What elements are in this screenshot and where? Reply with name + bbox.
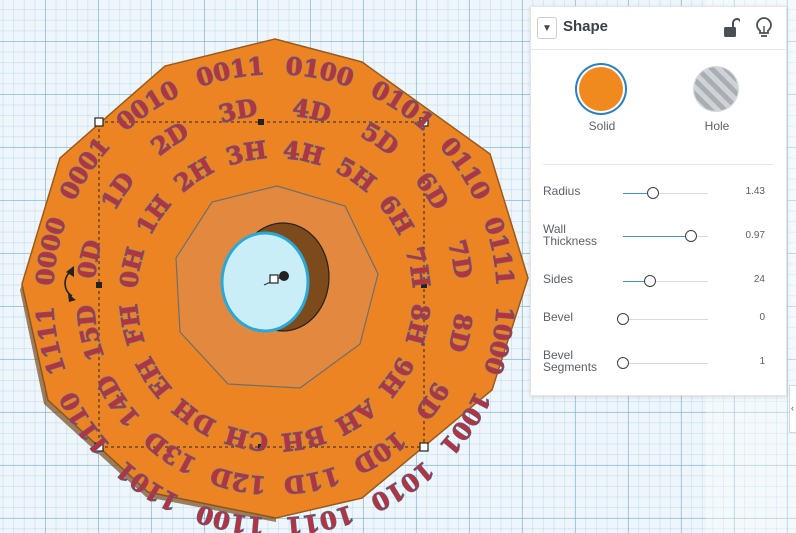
sides-slider[interactable] bbox=[623, 275, 708, 287]
panel-title: Shape bbox=[563, 18, 609, 35]
lightbulb-icon[interactable] bbox=[755, 16, 773, 40]
slider-thumb[interactable] bbox=[617, 357, 629, 369]
slider-thumb[interactable] bbox=[685, 230, 697, 242]
resize-handle-br[interactable] bbox=[419, 442, 429, 452]
slider-thumb[interactable] bbox=[644, 275, 657, 287]
solid-button[interactable]: Solid bbox=[572, 65, 632, 139]
param-value[interactable]: 0 bbox=[759, 312, 765, 323]
rotate-arrow-bottom bbox=[68, 294, 76, 302]
resize-handle-left[interactable] bbox=[96, 282, 102, 288]
resize-handle-right[interactable] bbox=[421, 282, 427, 288]
resize-handle-top[interactable] bbox=[258, 119, 264, 125]
panel-header: ▼ Shape bbox=[531, 7, 786, 50]
bevel-segments-slider[interactable] bbox=[617, 357, 708, 369]
radius-slider[interactable] bbox=[623, 187, 708, 199]
slider-thumb[interactable] bbox=[617, 313, 629, 325]
collapse-panel-button[interactable]: ▼ bbox=[537, 17, 557, 39]
param-row-wall-thickness: Wall Thickness 0.97 bbox=[531, 219, 786, 255]
hole-label: Hole bbox=[704, 119, 730, 133]
lift-handle[interactable] bbox=[279, 271, 289, 281]
resize-handle-tl[interactable] bbox=[94, 117, 104, 127]
resize-handle-tr[interactable] bbox=[419, 117, 429, 127]
param-row-bevel-segments: Bevel Segments 1 bbox=[531, 343, 786, 379]
wall-thickness-slider[interactable] bbox=[623, 230, 708, 242]
slider-fill bbox=[623, 193, 653, 194]
param-label: Sides bbox=[543, 272, 574, 286]
slider-fill bbox=[623, 236, 691, 237]
resize-handle-bottom[interactable] bbox=[258, 444, 264, 450]
param-row-radius: Radius 1.43 bbox=[531, 179, 786, 215]
solid-label: Solid bbox=[588, 119, 616, 133]
move-handle[interactable] bbox=[269, 274, 279, 284]
chevron-down-icon: ▼ bbox=[542, 22, 552, 34]
param-value[interactable]: 0.97 bbox=[745, 230, 765, 241]
tube-hole[interactable] bbox=[220, 231, 310, 333]
hole-swatch-icon bbox=[694, 67, 738, 111]
param-row-sides: Sides 24 bbox=[531, 267, 786, 303]
solid-swatch-icon bbox=[579, 67, 623, 111]
side-panel-tab[interactable]: ‹ bbox=[789, 385, 796, 433]
chevron-left-icon: ‹ bbox=[791, 403, 794, 413]
resize-handle-bl[interactable] bbox=[94, 442, 104, 452]
shape-inspector-panel: ▼ Shape Solid Hole Radius 1.43 Wall Thic… bbox=[530, 6, 787, 396]
slider-fill bbox=[623, 281, 651, 282]
slider-thumb[interactable] bbox=[646, 187, 659, 199]
bevel-slider[interactable] bbox=[617, 313, 708, 325]
panel-divider bbox=[543, 164, 774, 165]
ring-label-middle-0: 0D bbox=[72, 237, 108, 280]
param-value[interactable]: 24 bbox=[753, 274, 765, 285]
param-label: Wall Thickness bbox=[543, 222, 598, 248]
rotate-arrow-top bbox=[66, 266, 74, 277]
rotate-handle-icon[interactable] bbox=[64, 271, 73, 297]
hole-button[interactable]: Hole bbox=[687, 65, 747, 139]
param-value[interactable]: 1 bbox=[759, 356, 765, 367]
param-label: Bevel Segments bbox=[543, 348, 598, 374]
param-row-bevel: Bevel 0 bbox=[531, 305, 786, 341]
param-label: Radius bbox=[543, 184, 581, 198]
param-label: Bevel bbox=[543, 310, 574, 324]
param-value[interactable]: 1.43 bbox=[745, 186, 765, 197]
unlock-icon[interactable] bbox=[722, 17, 740, 39]
